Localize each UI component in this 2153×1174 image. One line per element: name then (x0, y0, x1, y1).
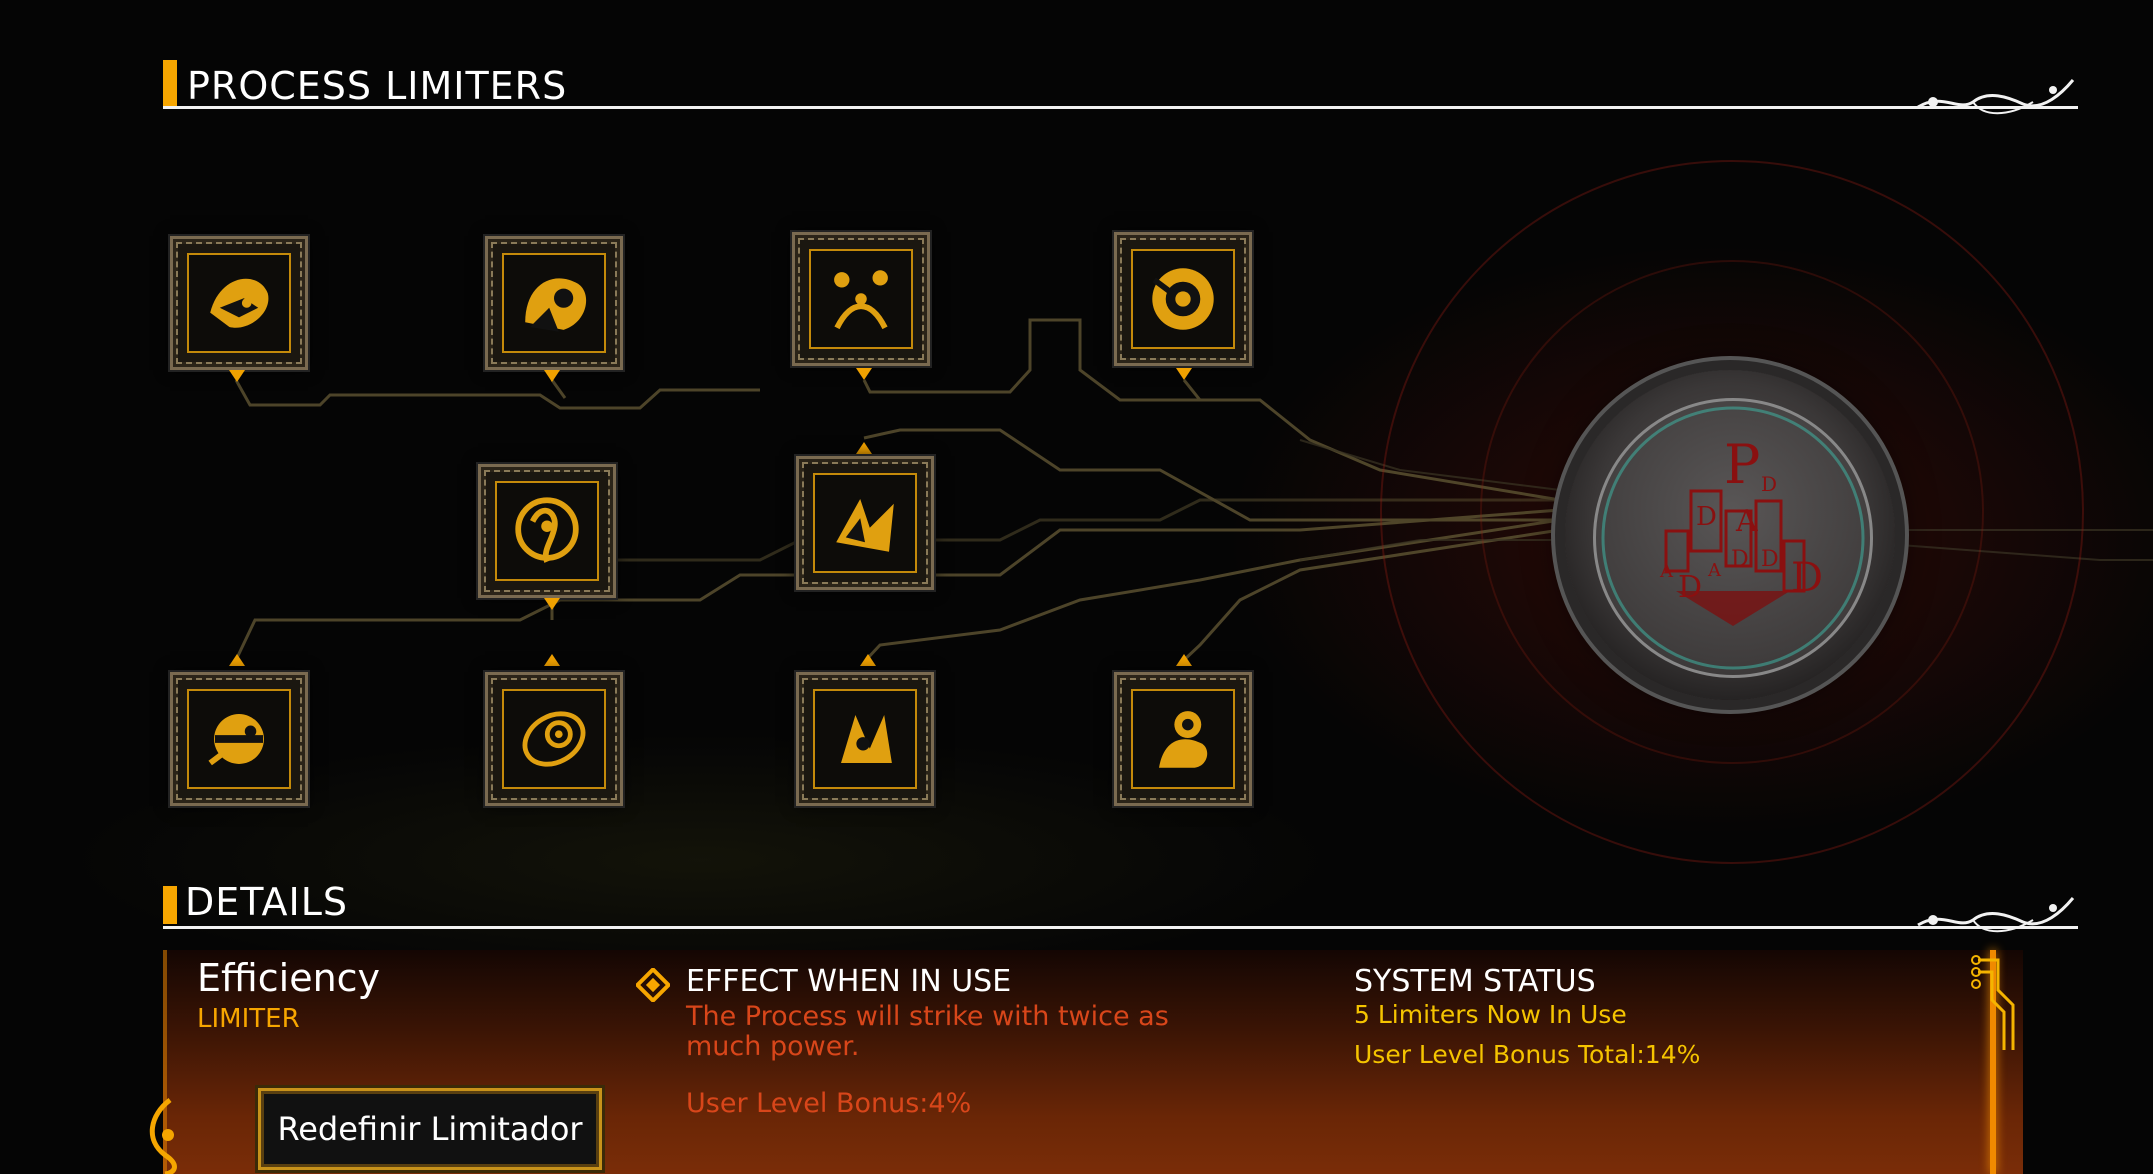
limiter-chip-8[interactable] (485, 672, 623, 806)
limiter-1-icon (187, 253, 291, 353)
header-rule (163, 926, 2078, 929)
effect-title: EFFECT WHEN IN USE (686, 964, 1012, 999)
chip-pins (798, 238, 924, 360)
connector-arrow (1176, 654, 1192, 666)
chip-pins (802, 462, 928, 584)
core-outer-ring (1380, 160, 2084, 864)
connector-arrow (229, 370, 245, 382)
limiter-chip-5[interactable] (478, 464, 616, 598)
limiter-7-icon (187, 689, 291, 789)
panel-left-edge (163, 950, 167, 1174)
limiters-in-use: 5 Limiters Now In Use (1354, 1000, 1627, 1029)
chip-pins (176, 678, 302, 800)
effect-bonus: User Level Bonus:4% (686, 1088, 972, 1119)
core-letter: D (1678, 570, 1702, 605)
connector-arrow (1176, 368, 1192, 380)
limiter-chip-6[interactable] (796, 456, 934, 590)
connector-arrow (856, 368, 872, 380)
header-accent-bar (163, 60, 177, 106)
circuit-ornament-icon (1971, 955, 2015, 1050)
process-core-emblem-icon: P A D D D A D D A D (1593, 398, 1873, 678)
user-level-bonus-total: User Level Bonus Total:14% (1354, 1040, 1701, 1069)
limiter-6-icon (813, 473, 917, 573)
reset-limiter-button[interactable]: Redefinir Limitador (258, 1088, 602, 1170)
core-letter: D (1696, 502, 1717, 532)
process-core: P A D D D A D D A D (1565, 370, 1895, 700)
limiter-chip-10[interactable] (1114, 672, 1252, 806)
swirl-ornament-icon (149, 1098, 177, 1174)
limiter-2-icon (502, 253, 606, 353)
core-letter: P (1724, 433, 1760, 496)
limiter-chip-4[interactable] (1114, 232, 1252, 366)
limiter-5-icon (495, 481, 599, 581)
core-letter: D (1731, 547, 1749, 572)
core-letter: A (1707, 560, 1722, 581)
chip-pins (491, 678, 617, 800)
limiter-8-icon (502, 689, 606, 789)
process-limiters-header: PROCESS LIMITERS (163, 58, 2078, 118)
chip-pins (176, 242, 302, 364)
connector-arrow (544, 654, 560, 666)
connector-arrow (544, 598, 560, 610)
process-limiters-title: PROCESS LIMITERS (187, 64, 568, 108)
limiter-9-icon (813, 689, 917, 789)
chip-pins (484, 470, 610, 592)
chip-pins (1120, 238, 1246, 360)
panel-right-edge (1990, 950, 1996, 1174)
connector-arrow (544, 370, 560, 382)
limiter-3-icon (809, 249, 913, 349)
limiter-type: LIMITER (197, 1004, 300, 1034)
header-accent-bar (163, 886, 177, 924)
core-letter: D (1791, 555, 1823, 601)
chip-pins (1120, 678, 1246, 800)
core-letter: D (1761, 547, 1779, 572)
header-ornament-icon (1917, 79, 2075, 115)
limiter-chip-1[interactable] (170, 236, 308, 370)
limiter-chip-3[interactable] (792, 232, 930, 366)
connector-arrow (229, 654, 245, 666)
chip-pins (491, 242, 617, 364)
chip-pins (802, 678, 928, 800)
header-rule (163, 106, 2078, 109)
connector-arrow (856, 442, 872, 454)
limiter-chip-7[interactable] (170, 672, 308, 806)
limiter-chip-9[interactable] (796, 672, 934, 806)
system-status-title: SYSTEM STATUS (1354, 964, 1596, 999)
diamond-icon (636, 968, 670, 1002)
effect-description: The Process will strike with twice as mu… (686, 1001, 1169, 1062)
limiter-10-icon (1131, 689, 1235, 789)
limiter-name: Efficiency (197, 956, 381, 1000)
details-header: DETAILS (163, 880, 2078, 940)
core-letter: D (1761, 472, 1777, 496)
details-title: DETAILS (185, 880, 349, 924)
core-inner-ring (1480, 260, 1984, 764)
limiter-chip-2[interactable] (485, 236, 623, 370)
core-letter: A (1735, 504, 1758, 539)
core-letter: A (1659, 561, 1674, 582)
connector-arrow (860, 654, 876, 666)
limiter-4-icon (1131, 249, 1235, 349)
header-ornament-icon (1917, 897, 2075, 933)
